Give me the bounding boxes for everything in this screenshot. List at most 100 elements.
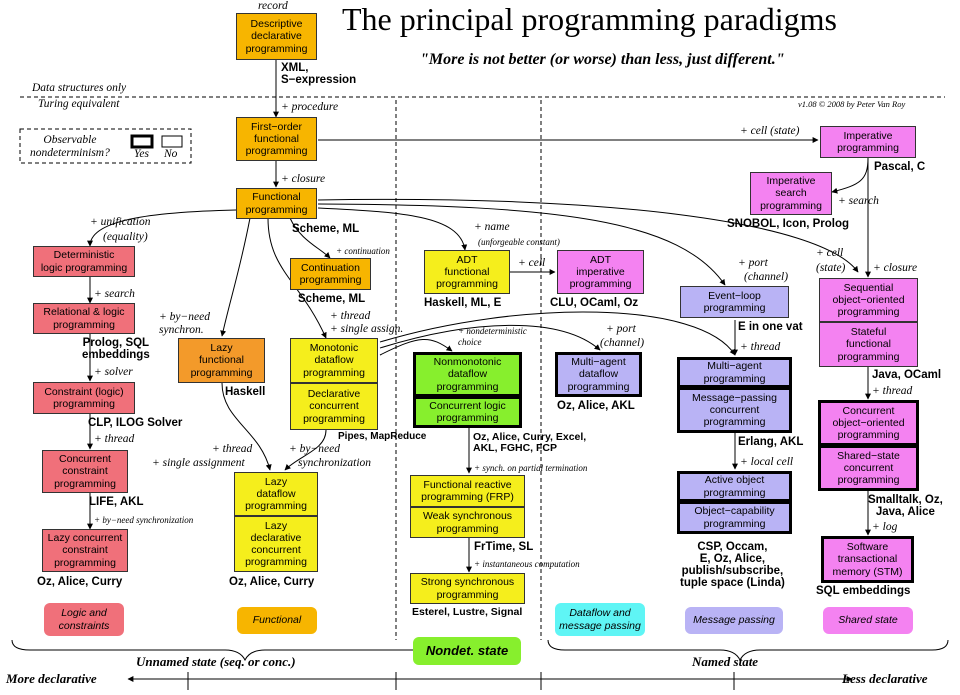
edge-procedure: + procedure — [281, 101, 339, 113]
label-unnamed-state: Unnamed state (seq. or conc.) — [136, 654, 296, 669]
box-imperative-search: Imperative search programming — [750, 172, 832, 215]
box-deterministic-logic: Deterministic logic programming — [33, 246, 135, 277]
label-nondet-state: Nondet. state — [413, 637, 521, 665]
legend-yes-swatch — [130, 134, 154, 149]
lang-smalltalk: Smalltalk, Oz, Java, Alice — [868, 494, 943, 519]
lang-esterel: Esterel, Lustre, Signal — [412, 606, 523, 618]
lang-clu: CLU, OCaml, Oz — [550, 297, 639, 309]
edge-thread-bottom: + thread — [212, 443, 253, 455]
box-monotonic-dataflow: Monotonic dataflow programming — [290, 338, 378, 383]
box-concurrent-logic: Concurrent logic programming — [413, 396, 522, 428]
edge-nondet-choice: + nondeterministic choice — [458, 326, 527, 347]
edge-cell-state: + cell (state) — [740, 125, 800, 137]
edge-single-assign: + single assign. — [330, 323, 404, 335]
edge-cell2: + cell — [816, 247, 844, 259]
edge-port: + port — [606, 323, 636, 335]
box-strong-synchronous: Strong synchronous programming — [410, 573, 525, 604]
box-lazy-functional: Lazy functional programming — [178, 338, 265, 383]
lang-oz-excel: Oz, Alice, Curry, Excel, AKL, FGHC, FCP — [473, 431, 587, 455]
lang-pascal: Pascal, C — [874, 161, 926, 173]
lang-e-one-vat: E in one vat — [738, 321, 803, 333]
label-named-state: Named state — [692, 654, 759, 669]
edge-thread-msg: + thread — [740, 341, 781, 353]
lang-snobol: SNOBOL, Icon, Prolog — [727, 218, 850, 230]
edge-log: + log — [872, 521, 898, 533]
band-data-structures: Data structures only — [32, 82, 127, 94]
edge-thread-left: + thread — [94, 433, 135, 445]
box-weak-synchronous: Weak synchronous programming — [410, 507, 525, 538]
lang-life: LIFE, AKL — [89, 496, 144, 508]
box-imperative: Imperative programming — [820, 126, 916, 158]
edge-state2: (state) — [816, 262, 846, 274]
lang-clp: CLP, ILOG Solver — [88, 417, 183, 429]
lang-csp: CSP, Occam, E, Oz, Alice, publish/subscr… — [680, 541, 785, 590]
legend-label: Observable nondeterminism? — [30, 134, 110, 159]
edge-byneed-synchron: + by−need synchron. — [159, 311, 210, 336]
lang-frtime: FrTime, SL — [474, 541, 534, 553]
subtitle-quote: "More is not better (or worse) than less… — [420, 51, 785, 68]
edge-synchronization: synchronization — [298, 457, 372, 469]
edge-unforgeable: (unforgeable constant) — [478, 237, 560, 247]
version-credit: v1.08 © 2008 by Peter Van Roy — [798, 99, 906, 109]
page-title: The principal programming paradigms — [342, 1, 837, 37]
edge-local-cell: + local cell — [740, 456, 794, 468]
band-turing: Turing equivalent — [38, 98, 120, 110]
lang-erlang: Erlang, AKL — [738, 436, 804, 448]
lang-pipes: Pipes, MapReduce — [338, 431, 427, 442]
box-concurrent-oo: Concurrent object−oriented programming — [818, 400, 919, 446]
edge-solver: + solver — [94, 366, 133, 378]
edge-search: + search — [94, 288, 135, 300]
edge-closure: + closure — [281, 173, 326, 185]
box-concurrent-constraint: Concurrent constraint programming — [42, 450, 128, 493]
lang-java-ocaml: Java, OCaml — [872, 369, 942, 381]
box-message-passing-concurrent: Message−passing concurrent programming — [677, 387, 792, 433]
box-object-capability: Object−capability programming — [677, 501, 792, 534]
edge-thread-mid: + thread — [330, 310, 371, 322]
edge-channel2: (channel) — [744, 271, 789, 283]
box-event-loop: Event−loop programming — [680, 286, 789, 318]
lang-xml: XML, S−expression — [281, 62, 357, 87]
edge-byneed: + by−need — [289, 443, 340, 455]
category-message: Message passing — [685, 607, 783, 634]
edge-single-assignment: + single assignment — [152, 457, 245, 469]
box-nonmonotonic-dataflow: Nonmonotonic dataflow programming — [413, 352, 522, 397]
box-continuation: Continuation programming — [290, 258, 371, 290]
edge-cell-adt: + cell — [518, 257, 546, 269]
edge-port2: + port — [738, 257, 768, 269]
category-logic: Logic and constraints — [44, 603, 124, 636]
edge-instantaneous: + instantaneous computation — [474, 559, 580, 569]
box-multi-agent: Multi−agent programming — [677, 357, 792, 388]
box-adt-imperative: ADT imperative programming — [557, 250, 644, 294]
label-more-declarative: More declarative — [6, 671, 97, 686]
category-dataflow: Dataflow and message passing — [555, 603, 645, 636]
box-lazy-concurrent-constraint: Lazy concurrent constraint programming — [42, 529, 128, 572]
box-lazy-declarative-concurrent: Lazy declarative concurrent programming — [234, 516, 318, 572]
box-constraint-logic: Constraint (logic) programming — [33, 382, 135, 414]
box-relational-logic: Relational & logic programming — [33, 303, 135, 334]
lang-sql-embeddings: SQL embeddings — [816, 585, 911, 597]
box-active-object: Active object programming — [677, 471, 792, 502]
lang-scheme-ml-1: Scheme, ML — [292, 223, 360, 235]
lang-scheme-ml-2: Scheme, ML — [298, 293, 366, 305]
edge-closure2: + closure — [873, 262, 918, 274]
box-stm: Software transactional memory (STM) — [821, 536, 914, 583]
edge-search-imp: + search — [838, 195, 879, 207]
box-first-order-functional: First−order functional programming — [236, 117, 317, 161]
box-functional: Functional programming — [236, 188, 317, 219]
edge-record: record — [258, 0, 288, 12]
category-shared: Shared state — [823, 607, 913, 634]
edge-equality: (equality) — [103, 231, 148, 243]
edge-byneed-small: + by−need synchronization — [94, 515, 194, 525]
legend-yes: Yes — [134, 148, 149, 160]
lang-oz-alice-akl: Oz, Alice, AKL — [557, 400, 635, 412]
category-functional: Functional — [237, 607, 317, 634]
edge-continuation: + continuation — [336, 246, 390, 256]
legend-no: No — [164, 148, 178, 160]
lang-oz-alice-curry-2: Oz, Alice, Curry — [229, 576, 315, 588]
lang-oz-alice-curry-1: Oz, Alice, Curry — [37, 576, 123, 588]
box-multi-agent-dataflow: Multi−agent dataflow programming — [555, 352, 642, 397]
box-shared-state-concurrent: Shared−state concurrent programming — [818, 445, 919, 491]
box-frp: Functional reactive programming (FRP) — [410, 475, 525, 507]
